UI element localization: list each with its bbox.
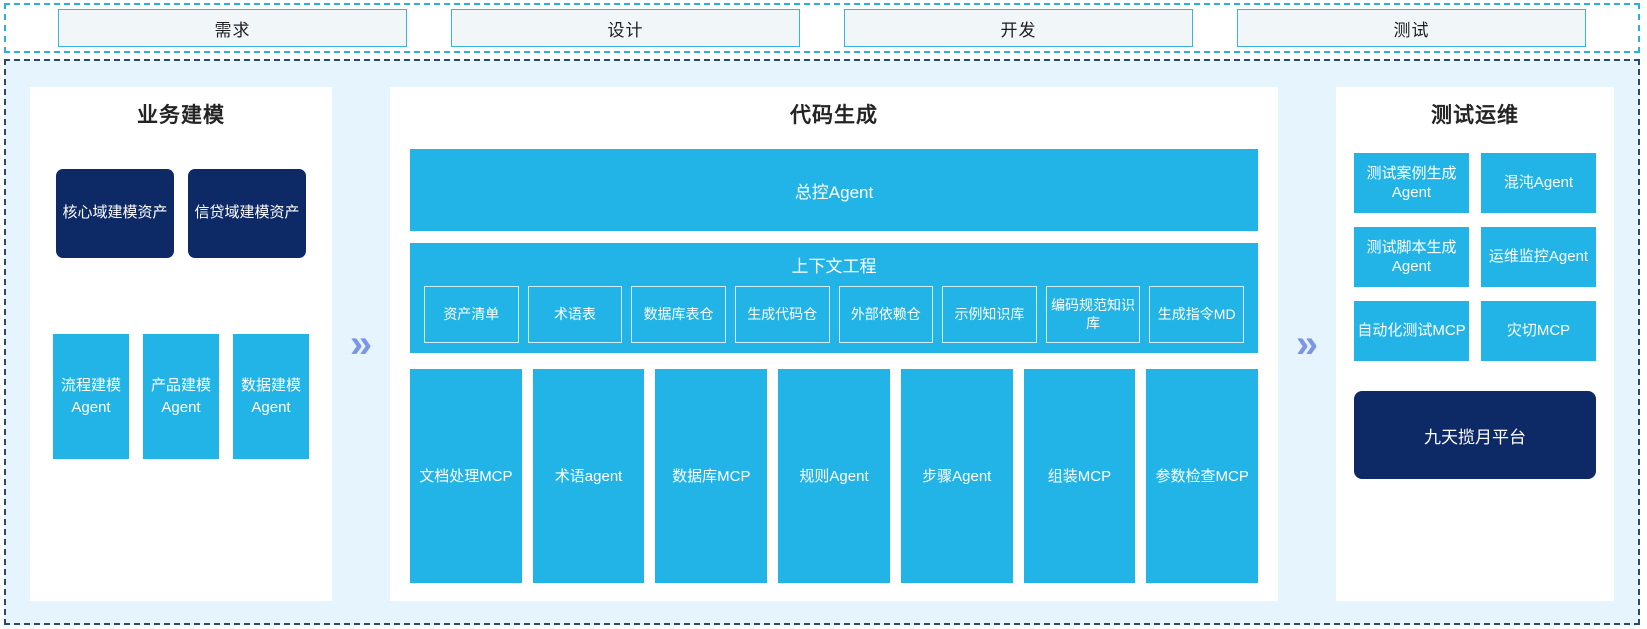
tool-card-label: 术语agent: [554, 467, 623, 485]
chevron-right-icon: »: [1278, 87, 1336, 601]
card-label: 运维监控Agent: [1488, 248, 1589, 266]
test-operations-body: 测试案例生成Agent 混沌Agent 测试脚本生成Agent 运维监控Agen…: [1336, 129, 1614, 601]
asset-card-core-domain[interactable]: 核心域建模资产: [56, 169, 174, 258]
code-generation-body: 总控Agent 上下文工程 资产清单 术语表 数据库表仓: [390, 129, 1278, 601]
tool-card-glossary-agent[interactable]: 术语agent: [532, 369, 645, 583]
card-label: 混沌Agent: [1503, 174, 1574, 192]
chevron-glyph: »: [1295, 322, 1319, 366]
context-item-asset-list[interactable]: 资产清单: [424, 286, 519, 343]
asset-card-credit-domain[interactable]: 信贷域建模资产: [188, 169, 306, 258]
main-columns: 业务建模 核心域建模资产 信贷域建模资产 流程建模Agent: [6, 61, 1638, 623]
context-item-label: 外部依赖仓: [850, 305, 921, 322]
card-disaster-recovery-mcp[interactable]: 灾切MCP: [1481, 301, 1596, 361]
agent-card-product-modeling[interactable]: 产品建模Agent: [143, 334, 219, 459]
context-item-coding-standard-knowledge-base[interactable]: 编码规范知识库: [1045, 286, 1141, 343]
card-automated-test-mcp[interactable]: 自动化测试MCP: [1354, 301, 1469, 361]
card-label: 测试脚本生成Agent: [1366, 238, 1457, 276]
context-item-label: 数据库表仓: [643, 305, 714, 322]
phase-box-design[interactable]: 设计: [451, 9, 800, 47]
context-item-label: 术语表: [553, 305, 596, 322]
panel-test-operations: 测试运维 测试案例生成Agent 混沌Agent 测试脚本生成Agent: [1336, 87, 1614, 601]
modeling-asset-row: 核心域建模资产 信贷域建模资产: [50, 169, 312, 258]
panel-title: 代码生成: [790, 104, 878, 127]
tool-card-document-processing-mcp[interactable]: 文档处理MCP: [410, 369, 522, 583]
context-item-db-table-repo[interactable]: 数据库表仓: [631, 286, 726, 343]
phase-list: 需求 设计 开发 测试: [6, 5, 1638, 51]
phase-label: 需求: [214, 20, 251, 40]
card-label: 自动化测试MCP: [1357, 322, 1466, 340]
panel-business-modeling: 业务建模 核心域建模资产 信贷域建模资产 流程建模Agent: [30, 87, 332, 601]
phase-box-development[interactable]: 开发: [844, 9, 1193, 47]
panel-title: 业务建模: [137, 104, 225, 127]
context-item-example-knowledge-base[interactable]: 示例知识库: [942, 286, 1037, 343]
agent-card-data-modeling[interactable]: 数据建模Agent: [233, 334, 309, 459]
tool-card-label: 规则Agent: [799, 467, 869, 485]
card-label: 测试案例生成Agent: [1366, 164, 1457, 202]
context-item-label: 编码规范知识库: [1051, 297, 1136, 331]
test-ops-card-grid: 测试案例生成Agent 混沌Agent 测试脚本生成Agent 运维监控Agen…: [1354, 153, 1596, 361]
phase-box-testing[interactable]: 测试: [1237, 9, 1586, 47]
tool-card-step-agent[interactable]: 步骤Agent: [900, 369, 1013, 583]
tool-card-label: 步骤Agent: [922, 467, 992, 485]
context-item-generation-instruction-md[interactable]: 生成指令MD: [1149, 286, 1244, 343]
phase-label: 设计: [607, 20, 644, 40]
asset-card-label: 核心域建模资产: [62, 204, 168, 222]
platform-card-jiutian-lanyue[interactable]: 九天揽月平台: [1354, 391, 1596, 479]
context-item-label: 示例知识库: [954, 305, 1025, 322]
modeling-agent-row: 流程建模Agent 产品建模Agent 数据建模Agent: [50, 334, 312, 459]
chevron-glyph: »: [349, 322, 373, 366]
context-engineering-block: 上下文工程 资产清单 术语表 数据库表仓: [410, 243, 1258, 353]
agent-card-process-modeling[interactable]: 流程建模Agent: [53, 334, 129, 459]
tool-card-rule-agent[interactable]: 规则Agent: [778, 369, 890, 583]
context-item-label: 生成代码仓: [747, 305, 818, 322]
context-item-glossary[interactable]: 术语表: [527, 286, 623, 343]
tool-card-parameter-check-mcp[interactable]: 参数检查MCP: [1146, 369, 1259, 583]
context-item-generated-code-repo[interactable]: 生成代码仓: [734, 286, 830, 343]
context-engineering-title: 上下文工程: [791, 257, 877, 276]
panel-code-generation: 代码生成 总控Agent 上下文工程 资产清单 术语表: [390, 87, 1278, 601]
panel-title: 测试运维: [1431, 104, 1519, 127]
card-test-script-generation-agent[interactable]: 测试脚本生成Agent: [1354, 227, 1469, 287]
context-item-list: 资产清单 术语表 数据库表仓 生成代码仓: [410, 286, 1258, 343]
phase-label: 测试: [1393, 20, 1430, 40]
business-modeling-body: 核心域建模资产 信贷域建模资产 流程建模Agent 产品建模Agent: [30, 129, 332, 601]
tool-card-assembly-mcp[interactable]: 组装MCP: [1023, 369, 1136, 583]
tool-card-label: 数据库MCP: [672, 467, 751, 485]
asset-card-label: 信贷域建模资产: [194, 204, 300, 222]
phase-strip: 需求 设计 开发 测试: [4, 3, 1640, 53]
context-item-external-dependency-repo[interactable]: 外部依赖仓: [838, 286, 934, 343]
agent-card-label: 产品建模Agent: [150, 376, 211, 416]
card-test-case-generation-agent[interactable]: 测试案例生成Agent: [1354, 153, 1469, 213]
tool-card-label: 组装MCP: [1047, 467, 1112, 485]
card-label: 灾切MCP: [1506, 322, 1571, 340]
phase-box-requirements[interactable]: 需求: [58, 9, 407, 47]
card-chaos-agent[interactable]: 混沌Agent: [1481, 153, 1596, 213]
chevron-right-icon: »: [332, 87, 390, 601]
master-agent-bar[interactable]: 总控Agent: [410, 149, 1258, 231]
agent-card-label: 流程建模Agent: [60, 376, 121, 416]
master-agent-label: 总控Agent: [794, 182, 874, 202]
agent-card-label: 数据建模Agent: [240, 376, 301, 416]
tool-card-row: 文档处理MCP 术语agent 数据库MCP 规则Agent 步骤Agent: [410, 369, 1259, 587]
main-content-strip: 业务建模 核心域建模资产 信贷域建模资产 流程建模Agent: [4, 59, 1640, 625]
tool-card-label: 文档处理MCP: [419, 467, 513, 485]
phase-label: 开发: [1000, 20, 1037, 40]
platform-card-label: 九天揽月平台: [1424, 427, 1526, 447]
tool-card-database-mcp[interactable]: 数据库MCP: [655, 369, 768, 583]
tool-card-label: 参数检查MCP: [1155, 467, 1249, 485]
context-item-label: 资产清单: [443, 305, 500, 322]
card-ops-monitoring-agent[interactable]: 运维监控Agent: [1481, 227, 1596, 287]
context-item-label: 生成指令MD: [1157, 305, 1236, 322]
